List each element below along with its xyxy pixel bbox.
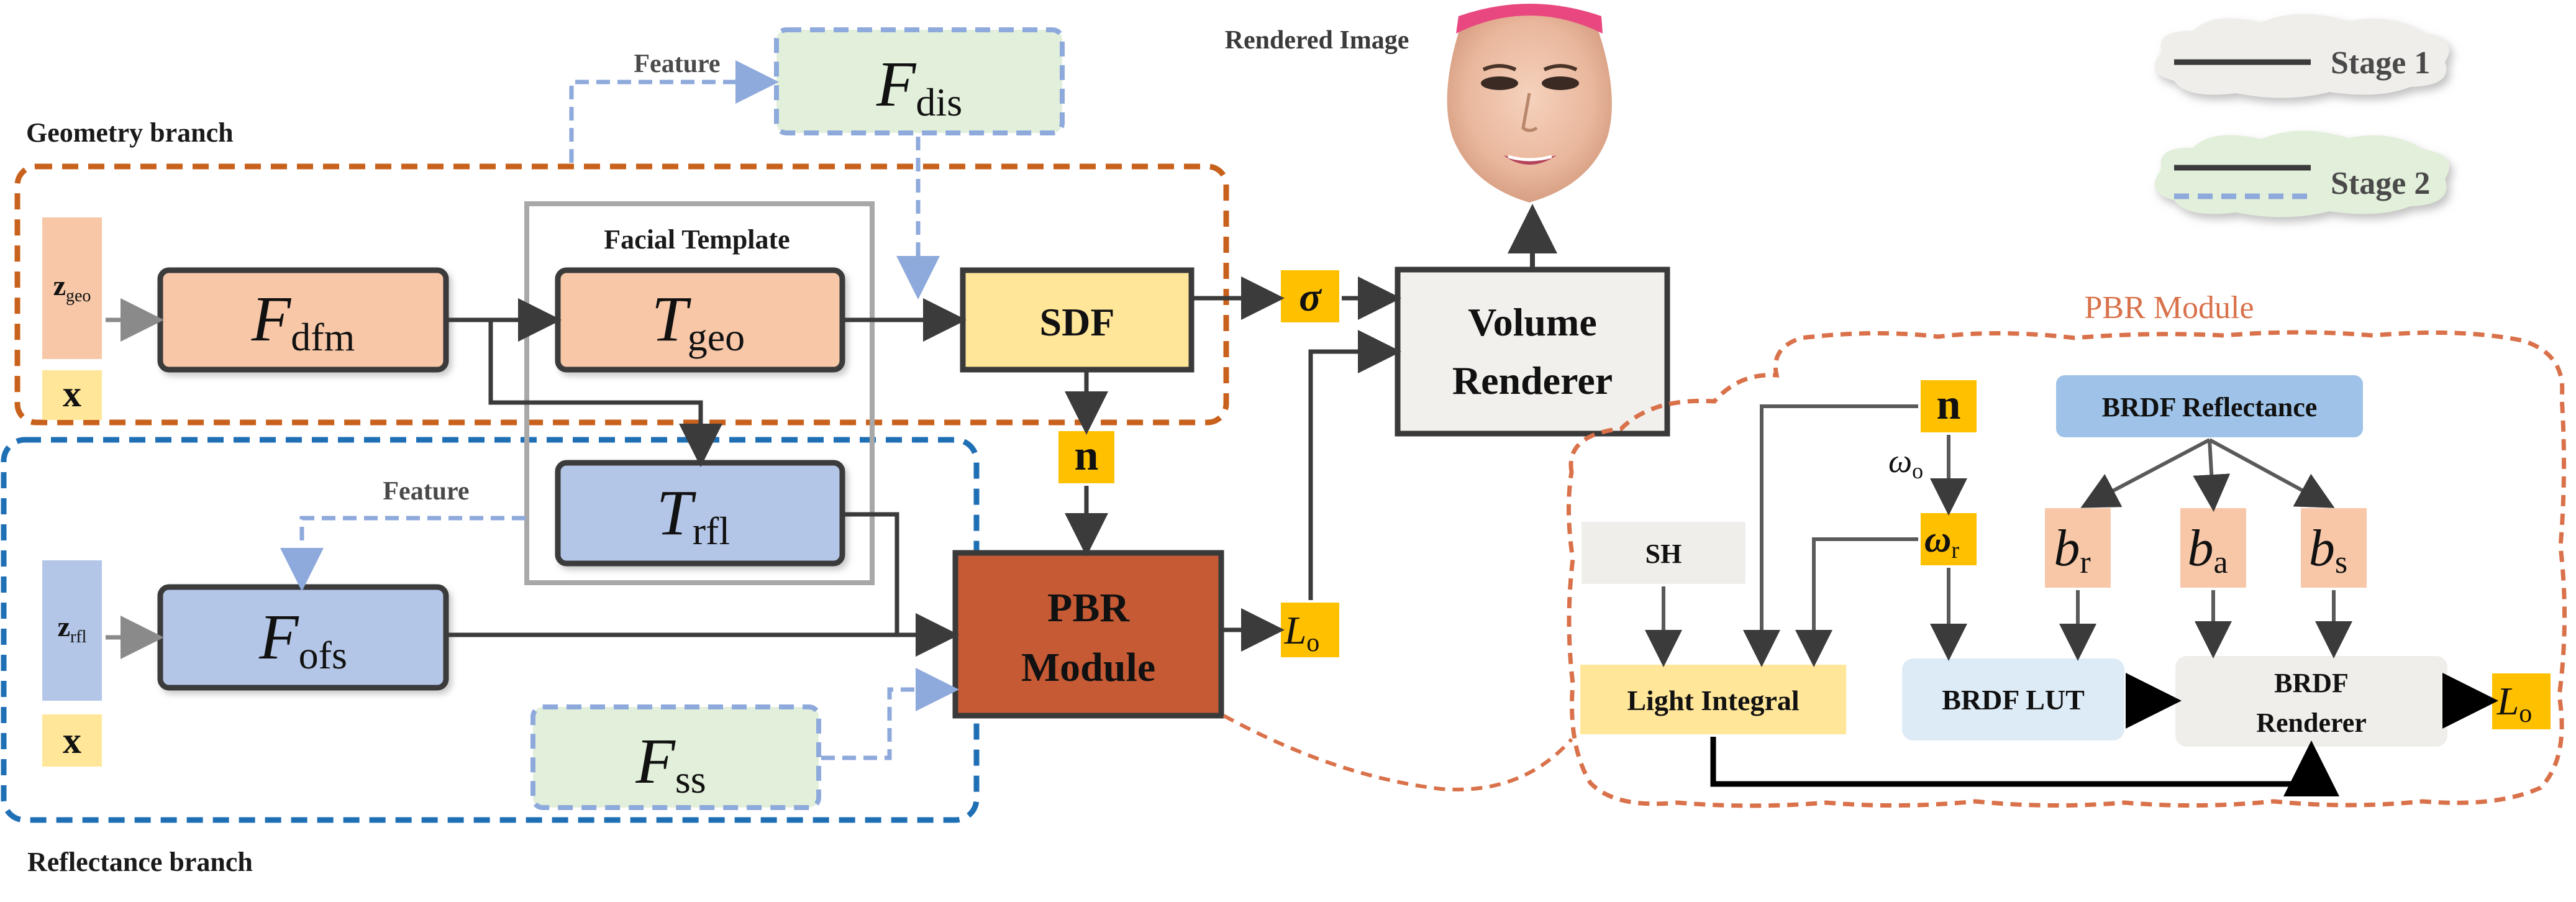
n-label: n bbox=[1075, 432, 1099, 480]
z-rfl-label: zrfl bbox=[58, 611, 87, 647]
brdf-reflectance-box bbox=[2056, 375, 2363, 437]
z-geo-box bbox=[42, 217, 102, 359]
arrow-n-light bbox=[1743, 404, 1918, 667]
brdf-renderer-line2: Renderer bbox=[2256, 708, 2367, 738]
volume-renderer-line2: Renderer bbox=[1452, 358, 1613, 403]
legend-stage2-label: Stage 2 bbox=[2331, 166, 2430, 201]
f-dis-box bbox=[774, 27, 1065, 135]
feature-label-mid: Feature bbox=[383, 477, 469, 506]
arrow-omega-r-light bbox=[1795, 537, 1918, 667]
panel-n-label: n bbox=[1937, 381, 1961, 429]
b-r-box bbox=[2045, 508, 2111, 588]
f-ofs-label: Fofs bbox=[258, 601, 347, 677]
facial-template-label: Facial Template bbox=[604, 224, 790, 255]
light-integral-label: Light Integral bbox=[1627, 685, 1799, 716]
brdf-reflectance-label: BRDF Reflectance bbox=[2102, 392, 2318, 422]
n-badge bbox=[1058, 431, 1114, 483]
l-o-label: Lo bbox=[1284, 608, 1320, 657]
t-geo-label: Tgeo bbox=[652, 283, 745, 359]
brdf-renderer-box bbox=[2175, 656, 2447, 747]
facial-template-frame bbox=[524, 201, 875, 585]
brdf-renderer-line1: BRDF bbox=[2274, 668, 2349, 698]
b-s-box bbox=[2301, 508, 2367, 588]
rendered-image-label: Rendered Image bbox=[1225, 26, 1409, 55]
geometry-branch-label: Geometry branch bbox=[26, 117, 234, 148]
light-integral-box bbox=[1580, 665, 1846, 734]
panel-l-o-label: Lo bbox=[2496, 679, 2533, 728]
b-s-label: bs bbox=[2309, 519, 2347, 580]
pbr-module-cloud-border bbox=[1566, 330, 2567, 808]
x-rfl-label: x bbox=[63, 720, 81, 761]
b-a-box bbox=[2180, 508, 2246, 588]
sdf-label: SDF bbox=[1040, 300, 1115, 344]
arrow-reflectance-bs bbox=[2208, 438, 2335, 508]
feature-label-top: Feature bbox=[634, 50, 720, 78]
arrow-feature-fdis bbox=[569, 60, 779, 163]
sh-box bbox=[1582, 522, 1745, 584]
arrow-fdfm-trfl bbox=[488, 320, 722, 467]
arrow-reflectance-br bbox=[2080, 438, 2211, 508]
x-rfl-badge bbox=[42, 714, 102, 767]
arrow-fss-pbr bbox=[821, 668, 959, 760]
arrow-light-renderer bbox=[1710, 737, 2339, 796]
panel-l-o-badge bbox=[2492, 673, 2551, 729]
sh-label: SH bbox=[1645, 539, 1682, 569]
b-a-label: ba bbox=[2187, 519, 2228, 580]
pbr-module-line2: Module bbox=[1021, 645, 1155, 690]
reflectance-branch-label: Reflectance branch bbox=[27, 847, 253, 877]
legend-stage1 bbox=[2154, 14, 2449, 98]
sdf-box bbox=[960, 267, 1195, 373]
arrow-reflectance-ba bbox=[2193, 439, 2231, 512]
legend-stage1-label: Stage 1 bbox=[2331, 45, 2430, 81]
t-rfl-label: Trfl bbox=[657, 477, 730, 553]
f-ss-box bbox=[530, 704, 821, 810]
pbr-module-line1: PBR bbox=[1047, 585, 1130, 631]
geometry-branch-border bbox=[14, 163, 1229, 426]
arrow-lo-volume bbox=[1308, 330, 1401, 600]
z-geo-label: zgeo bbox=[53, 270, 91, 306]
sigma-label: σ bbox=[1299, 275, 1322, 320]
panel-omega-r-label: ωr bbox=[1924, 519, 1959, 563]
panel-omega-r-badge bbox=[1921, 513, 1977, 565]
rendered-face-image bbox=[1447, 4, 1612, 203]
panel-n-badge bbox=[1921, 380, 1977, 432]
l-o-badge bbox=[1281, 603, 1339, 657]
x-geo-label: x bbox=[63, 373, 81, 414]
arrow-trfl-pbr bbox=[845, 512, 959, 657]
brdf-lut-label: BRDF LUT bbox=[1942, 684, 2085, 716]
arrow-feature-fofs bbox=[280, 516, 526, 591]
volume-renderer-box bbox=[1395, 266, 1670, 437]
f-dis-label: Fdis bbox=[876, 48, 962, 124]
brdf-lut-box bbox=[1902, 658, 2124, 740]
pbr-module-connector bbox=[1222, 714, 1573, 791]
volume-renderer-line1: Volume bbox=[1468, 300, 1596, 344]
f-dfm-label: Fdfm bbox=[251, 283, 355, 359]
f-ss-label: Fss bbox=[635, 726, 706, 801]
pbr-module-title: PBR Module bbox=[2084, 290, 2254, 326]
z-rfl-box bbox=[42, 560, 102, 701]
sigma-badge bbox=[1281, 270, 1339, 322]
x-geo-badge bbox=[42, 370, 102, 420]
panel-omega-o-label: ωo bbox=[1888, 442, 1923, 483]
b-r-label: br bbox=[2054, 519, 2090, 580]
pbr-module-box bbox=[952, 550, 1224, 719]
